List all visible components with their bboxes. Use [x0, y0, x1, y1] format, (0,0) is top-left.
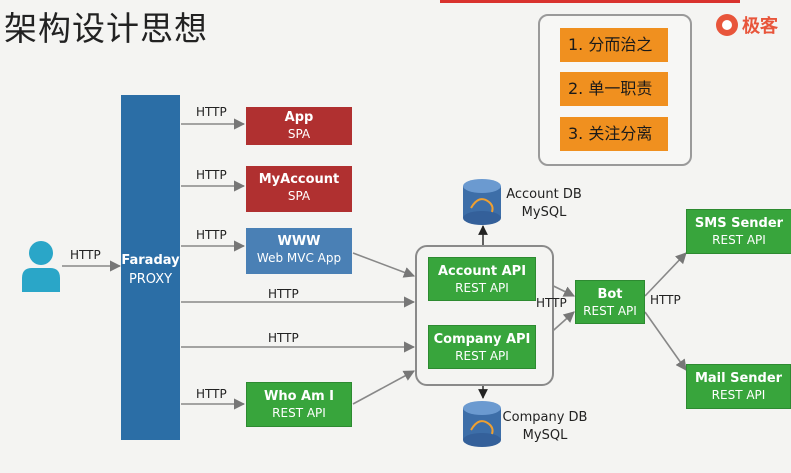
node-name: WWW: [277, 234, 321, 249]
node-type: SPA: [287, 127, 311, 141]
node-type: Web MVC App: [256, 251, 342, 265]
node-name: App: [284, 110, 314, 125]
brand-logo: 极客: [716, 10, 778, 40]
bot-node: Bot REST API: [575, 280, 645, 324]
node-type: REST API: [455, 349, 509, 363]
node-type: REST API: [455, 281, 509, 295]
mail-sender-node: Mail Sender REST API: [686, 364, 791, 409]
principles-panel: 1. 分而治之 2. 单一职责 3. 关注分离: [538, 14, 692, 166]
db-name: Company DB: [502, 410, 588, 425]
slide-title: 架构设计思想: [4, 9, 208, 48]
edge-label: HTTP: [650, 293, 681, 307]
proxy-name: Faraday: [121, 253, 180, 268]
node-name: MyAccount: [258, 172, 340, 187]
brand-mark-icon: [716, 14, 738, 36]
db-engine: MySQL: [522, 428, 568, 443]
mysql-icon: [461, 400, 503, 448]
node-name: Bot: [597, 287, 623, 302]
edge-label: HTTP: [196, 168, 227, 182]
edge-label: HTTP: [268, 331, 299, 345]
node-name: Mail Sender: [694, 371, 783, 386]
node-type: REST API: [712, 233, 766, 247]
brand-name: 极客: [742, 16, 778, 37]
edge-label: HTTP: [70, 248, 101, 262]
user-icon: [20, 240, 62, 292]
www-node: WWW Web MVC App: [246, 228, 352, 274]
edge-label: HTTP: [196, 387, 227, 401]
proxy-type: PROXY: [128, 272, 173, 287]
faraday-proxy: Faraday PROXY: [121, 95, 180, 440]
account-db-label: Account DB MySQL: [504, 186, 584, 222]
node-name: Account API: [437, 264, 527, 279]
node-type: REST API: [583, 304, 637, 318]
company-api-node: Company API REST API: [428, 325, 536, 369]
principle-item: 3. 关注分离: [560, 117, 668, 151]
node-name: SMS Sender: [694, 216, 784, 231]
header-accent-bar: [440, 0, 740, 3]
principle-item: 1. 分而治之: [560, 28, 668, 62]
node-name: Who Am I: [263, 389, 335, 404]
edge-label: HTTP: [268, 287, 299, 301]
whoami-node: Who Am I REST API: [246, 382, 352, 427]
node-type: REST API: [272, 406, 326, 420]
node-name: Company API: [433, 332, 531, 347]
company-db-label: Company DB MySQL: [500, 409, 590, 445]
app-node: App SPA: [246, 107, 352, 145]
mysql-icon: [461, 178, 503, 226]
edge-label: HTTP: [196, 105, 227, 119]
myaccount-node: MyAccount SPA: [246, 166, 352, 212]
node-type: SPA: [287, 189, 311, 203]
node-type: REST API: [711, 388, 766, 402]
db-name: Account DB: [506, 187, 582, 202]
account-api-node: Account API REST API: [428, 257, 536, 301]
edge-label: HTTP: [196, 228, 227, 242]
db-engine: MySQL: [521, 205, 567, 220]
edge-label: HTTP: [536, 296, 567, 310]
principle-item: 2. 单一职责: [560, 72, 668, 106]
sms-sender-node: SMS Sender REST API: [686, 209, 791, 254]
